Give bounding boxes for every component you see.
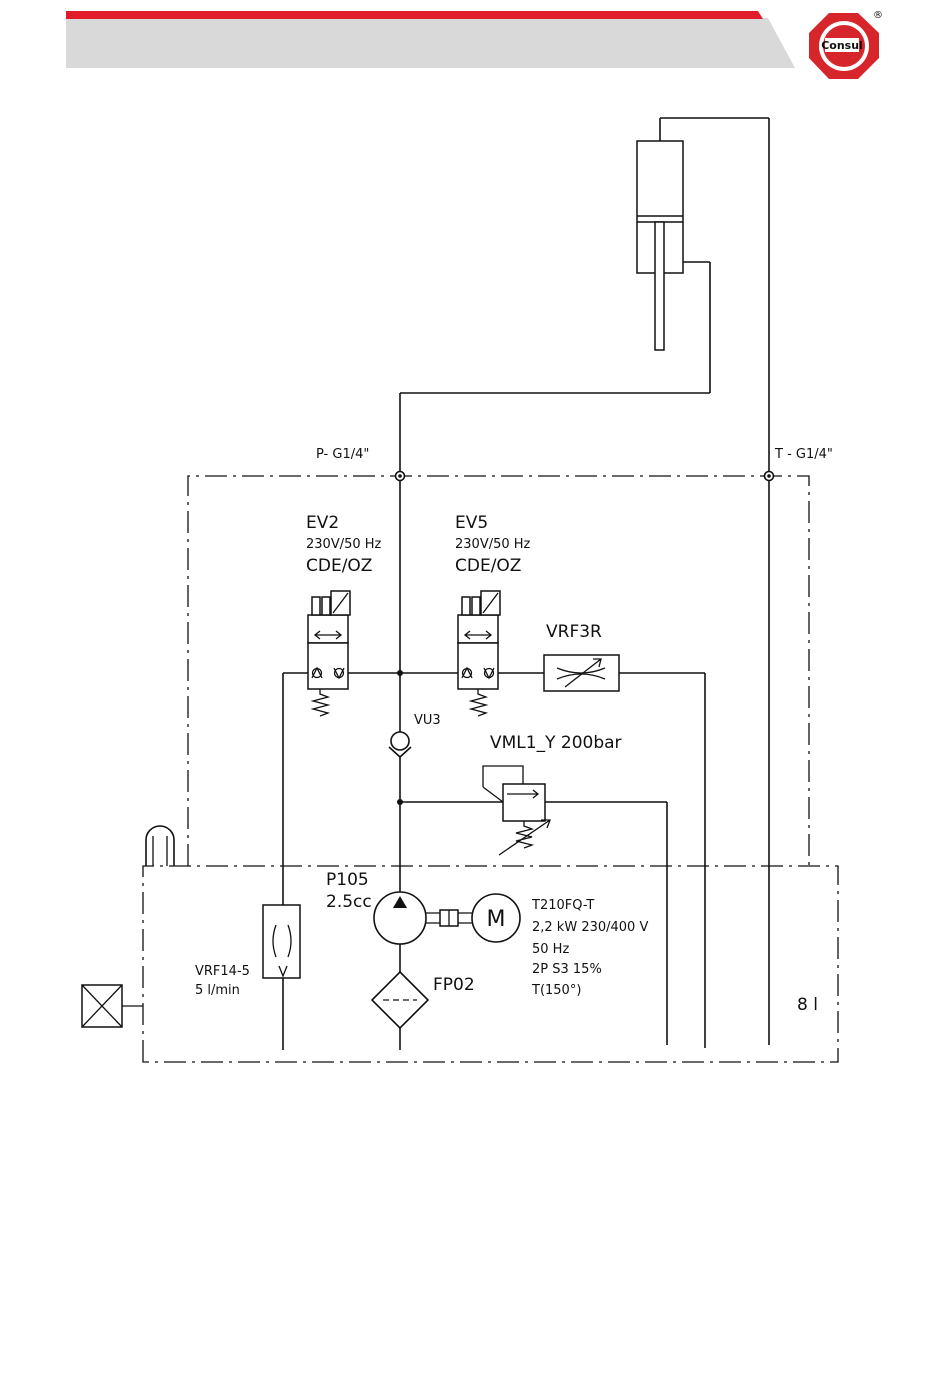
motor-duty: 2P S3 15% — [532, 962, 602, 977]
level-indicator — [82, 985, 143, 1027]
suction-filter-fp02: FP02 — [372, 972, 475, 1050]
header-red-stripe — [66, 11, 763, 19]
vrf14-name: VRF14-5 — [195, 964, 250, 979]
tank-port-label: T - G1/4" — [774, 447, 833, 462]
registered-mark: ® — [873, 10, 883, 21]
relief-valve-vml1: VML1_Y 200bar — [397, 733, 667, 1045]
motor-model: T210FQ-T — [531, 898, 594, 913]
check-valve-vu3: VU3 — [389, 713, 441, 757]
vml1-label: VML1_Y 200bar — [490, 733, 622, 753]
hydraulic-cylinder — [637, 118, 769, 393]
logo-text: Consul — [821, 39, 863, 52]
motor-power: 2,2 kW 230/400 V — [532, 920, 648, 935]
motor-symbol: M — [487, 907, 506, 932]
electric-motor: M T210FQ-T 2,2 kW 230/400 V 50 Hz 2P S3 … — [472, 894, 648, 998]
ev2-spec: 230V/50 Hz — [306, 537, 382, 552]
breather-cap — [146, 826, 174, 866]
ev5-name: EV5 — [455, 513, 488, 533]
pressure-port-label: P- G1/4" — [316, 447, 369, 462]
filter-name: FP02 — [433, 975, 475, 995]
vrf14-flow: 5 l/min — [195, 983, 240, 998]
motor-thermal: T(150°) — [531, 983, 581, 998]
junction-dot — [397, 670, 403, 676]
tank-volume: 8 l — [797, 995, 818, 1015]
valve-ev5: EV5 230V/50 Hz CDE/OZ — [400, 513, 544, 716]
ev2-name: EV2 — [306, 513, 339, 533]
header-gray-bar — [66, 18, 795, 68]
motor-frequency: 50 Hz — [532, 942, 569, 957]
ev5-spec: 230V/50 Hz — [455, 537, 531, 552]
pump-name: P105 — [326, 870, 369, 890]
pressure-line — [400, 393, 710, 892]
brand-logo: Consul ® — [809, 10, 883, 79]
header-band — [66, 11, 795, 68]
flow-regulator-vrf14: VRF14-5 5 l/min — [195, 905, 300, 998]
shaft-coupling — [426, 910, 472, 926]
ev5-type: CDE/OZ — [455, 556, 521, 576]
vrf3r-label: VRF3R — [546, 622, 602, 642]
ev2-type: CDE/OZ — [306, 556, 372, 576]
vu3-label: VU3 — [414, 713, 441, 728]
pump-p105: P105 2.5cc — [326, 870, 426, 972]
pump-displacement: 2.5cc — [326, 892, 372, 912]
